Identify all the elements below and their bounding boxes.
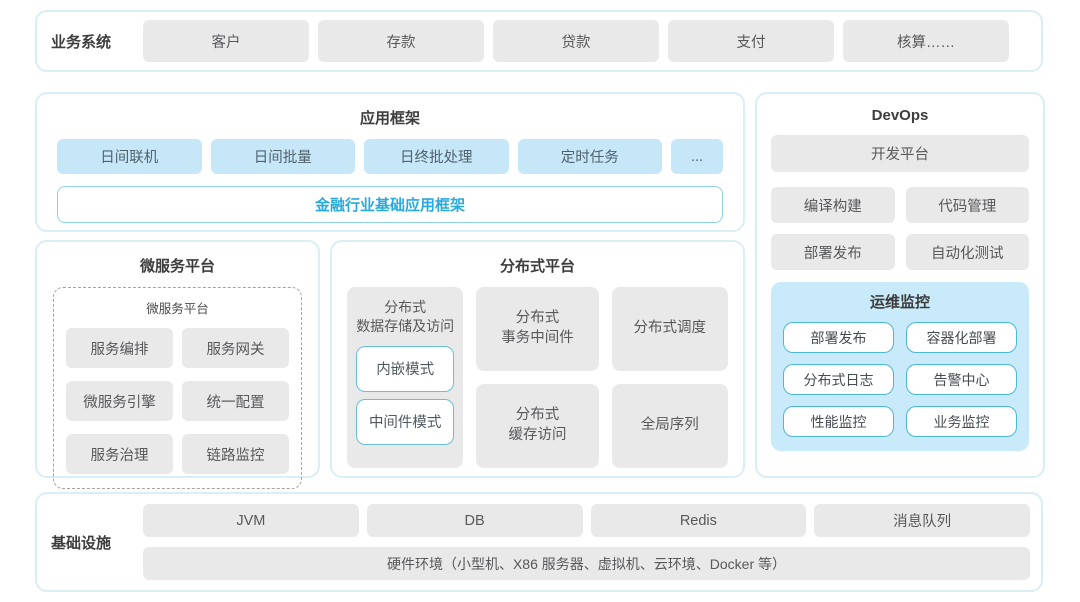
chip-alert-center: 告警中心	[906, 364, 1017, 395]
ops-monitoring-title: 运维监控	[869, 294, 930, 311]
chip-performance-monitor: 性能监控	[783, 406, 894, 437]
business-system-label: 业务系统	[51, 33, 112, 51]
chip-deposit: 存款	[318, 20, 484, 62]
chip-payment: 支付	[668, 20, 834, 62]
chip-service-governance: 服务治理	[66, 434, 173, 474]
chip-hardware-env: 硬件环境（小型机、X86 服务器、虚拟机、云环境、Docker 等）	[143, 547, 1030, 580]
business-system-items: 客户 存款 贷款 支付 核算……	[143, 20, 1009, 62]
chip-containerized-deploy: 容器化部署	[906, 322, 1017, 353]
app-framework-section: 应用框架 日间联机 日间批量 日终批处理 定时任务 ... 金融行业基础应用框架	[35, 92, 745, 232]
infrastructure-section: 基础设施 JVM DB Redis 消息队列 硬件环境（小型机、X86 服务器、…	[35, 492, 1043, 592]
cell-distributed-cache: 分布式 缓存访问	[476, 384, 599, 468]
chip-unified-config: 统一配置	[182, 381, 289, 421]
chip-deploy-release: 部署发布	[771, 234, 895, 270]
microservice-platform-title: 微服务平台	[139, 258, 215, 275]
app-framework-title: 应用框架	[359, 110, 420, 127]
chip-accounting: 核算……	[843, 20, 1009, 62]
distributed-grid: 分布式 数据存储及访问 内嵌模式 中间件模式 分布式 事务中间件 分布式调度 分…	[347, 287, 728, 468]
chip-db: DB	[366, 504, 583, 537]
chip-distributed-log: 分布式日志	[783, 364, 894, 395]
chip-code-management: 代码管理	[905, 187, 1029, 223]
chip-message-queue: 消息队列	[814, 504, 1030, 537]
infrastructure-label: 基础设施	[51, 534, 112, 552]
chip-automated-testing: 自动化测试	[905, 234, 1029, 270]
chip-dev-platform: 开发平台	[771, 135, 1029, 172]
chip-loan: 贷款	[493, 20, 659, 62]
microservice-platform-section: 微服务平台 微服务平台 服务编排 服务网关 微服务引擎 统一配置 服务治理 链路…	[35, 240, 320, 489]
microservice-grid: 服务编排 服务网关 微服务引擎 统一配置 服务治理 链路监控	[66, 328, 289, 474]
chip-eod-batch: 日终批处理	[364, 139, 509, 174]
devops-tools-grid: 编译构建 代码管理 部署发布 自动化测试	[771, 187, 1029, 270]
infrastructure-row: JVM DB Redis 消息队列	[143, 504, 1030, 537]
app-framework-chips: 日间联机 日间批量 日终批处理 定时任务 ...	[57, 139, 723, 174]
devops-title: DevOps	[871, 107, 929, 124]
distributed-platform-title: 分布式平台	[499, 258, 575, 275]
chip-more: ...	[671, 139, 723, 174]
base-framework-box: 金融行业基础应用框架	[57, 186, 723, 223]
chip-business-monitor: 业务监控	[906, 406, 1017, 437]
chip-ops-deploy-release: 部署发布	[783, 322, 894, 353]
chip-service-gateway: 服务网关	[182, 328, 289, 368]
cell-tx-middleware: 分布式 事务中间件	[476, 287, 599, 371]
distributed-storage-title: 分布式 数据存储及访问	[356, 299, 455, 334]
chip-scheduled-task: 定时任务	[517, 139, 662, 174]
infrastructure-items: JVM DB Redis 消息队列 硬件环境（小型机、X86 服务器、虚拟机、云…	[143, 504, 1030, 580]
chip-customer: 客户	[143, 20, 309, 62]
microservice-inner-title: 微服务平台	[146, 302, 209, 316]
ops-monitoring-grid: 部署发布 容器化部署 分布式日志 告警中心 性能监控 业务监控	[783, 322, 1017, 437]
ops-monitoring-panel: 运维监控 部署发布 容器化部署 分布式日志 告警中心 性能监控 业务监控	[771, 282, 1029, 451]
business-system-section: 业务系统 客户 存款 贷款 支付 核算……	[35, 10, 1043, 72]
chip-jvm: JVM	[143, 504, 359, 537]
cell-distributed-scheduler: 分布式调度	[611, 287, 728, 371]
chip-redis: Redis	[590, 504, 807, 537]
chip-middleware-mode: 中间件模式	[356, 398, 455, 445]
chip-compile-build: 编译构建	[771, 187, 895, 223]
distributed-storage-box: 分布式 数据存储及访问 内嵌模式 中间件模式	[347, 287, 464, 468]
devops-tools: 开发平台 编译构建 代码管理 部署发布 自动化测试	[757, 135, 1043, 270]
chip-trace-monitor: 链路监控	[182, 434, 289, 474]
cell-global-sequence: 全局序列	[611, 384, 728, 468]
devops-section: DevOps 开发平台 编译构建 代码管理 部署发布 自动化测试 运维监控 部署…	[755, 92, 1045, 478]
chip-daytime-batch: 日间批量	[210, 139, 355, 174]
chip-embedded-mode: 内嵌模式	[356, 345, 455, 392]
chip-service-orchestration: 服务编排	[66, 328, 173, 368]
chip-microservice-engine: 微服务引擎	[66, 381, 173, 421]
distributed-platform-section: 分布式平台 分布式 数据存储及访问 内嵌模式 中间件模式 分布式 事务中间件 分…	[330, 240, 745, 478]
chip-daytime-online: 日间联机	[57, 139, 202, 174]
microservice-inner-box: 微服务平台 服务编排 服务网关 微服务引擎 统一配置 服务治理 链路监控	[53, 287, 302, 489]
